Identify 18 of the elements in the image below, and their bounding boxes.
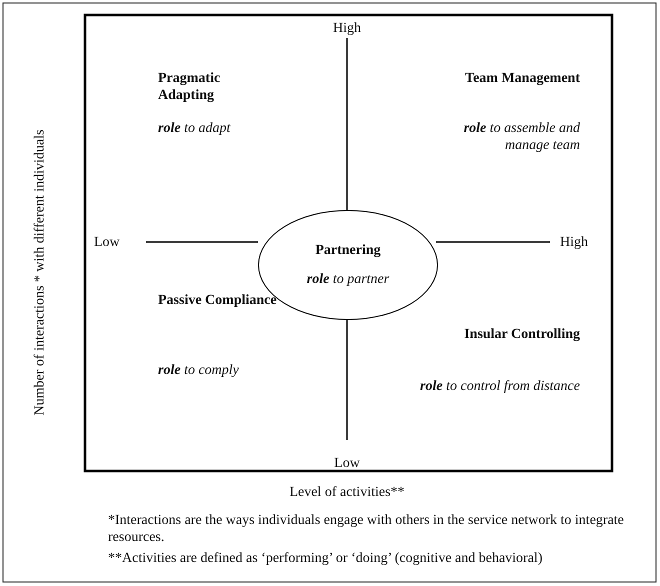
quadrant-title: Pragmatic Adapting bbox=[158, 70, 222, 104]
footnote: *Interactions are the ways individuals engage with others in the service network to integrate resources. bbox=[108, 512, 625, 546]
role-text: role to assemble and manage team bbox=[462, 120, 580, 154]
footnote: **Activities are defined as ‘performing’ or ‘doing’ (cognitive and behavioral) bbox=[108, 550, 544, 567]
role-text: role to control from distance bbox=[420, 378, 580, 395]
axis-title: Number of interactions * with different individuals bbox=[32, 128, 48, 418]
role-text: role to adapt bbox=[158, 120, 232, 137]
quadrant-title: Insular Controlling bbox=[463, 326, 580, 343]
role-text: role to comply bbox=[158, 362, 240, 379]
quadrant-title: Passive Compliance bbox=[158, 292, 278, 309]
axis-end-label: Low bbox=[333, 455, 361, 472]
quadrant-title: Partnering bbox=[315, 242, 381, 259]
quadrant-title: Team Management bbox=[464, 70, 580, 87]
axis-title: Level of activities** bbox=[288, 484, 406, 501]
role-text: role to partner bbox=[306, 271, 390, 288]
axis-end-label: Low bbox=[94, 234, 121, 251]
axis-end-label: High bbox=[560, 234, 589, 251]
axis-end-label: High bbox=[332, 20, 362, 37]
